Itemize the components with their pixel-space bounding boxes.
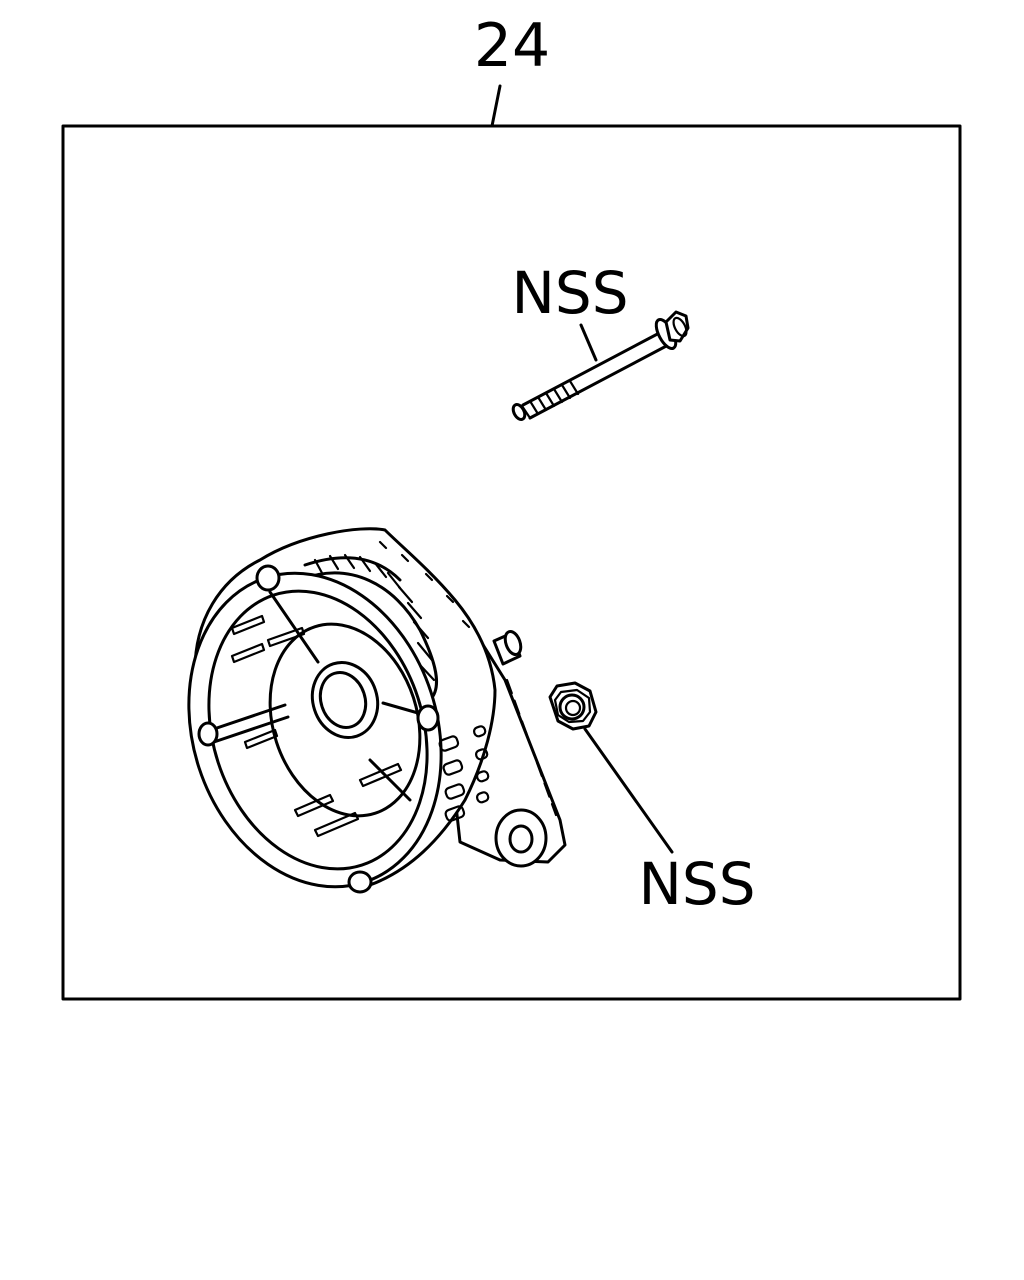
alternator-housing-part bbox=[187, 527, 567, 894]
kit-number-leader bbox=[490, 84, 502, 128]
bolt-part: NSS bbox=[511, 259, 690, 421]
nut-label: NSS bbox=[638, 850, 755, 918]
bolt-label: NSS bbox=[511, 259, 628, 327]
nut-part: NSS bbox=[548, 681, 756, 918]
bolt-leader bbox=[579, 323, 598, 362]
nut-leader bbox=[583, 727, 674, 854]
kit-frame bbox=[61, 124, 962, 1001]
kit-number-label: 24 bbox=[474, 11, 550, 81]
